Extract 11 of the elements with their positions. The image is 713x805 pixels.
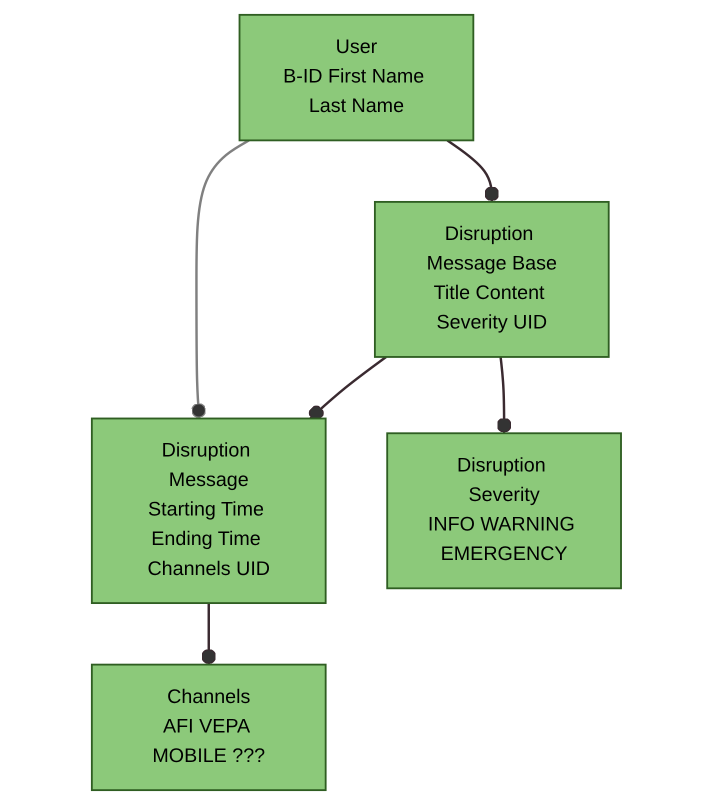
node-box: [374, 200, 610, 358]
node-box: [238, 14, 474, 142]
connector: [308, 356, 387, 420]
er-diagram: User B-ID First Name Last Name Disruption Message Base Title Content Severity UID Disruption Message Starting Time Ending Time Channels UID Disruption Severity INFO WARNING EMERGENCY Channels AFI VEPA MOBILE ???: [82, 5, 631, 800]
connector: [496, 356, 512, 434]
node-box: [90, 418, 327, 604]
connector: [446, 139, 500, 202]
connector: [201, 603, 216, 665]
connector: [191, 139, 250, 419]
node-box: [90, 664, 327, 792]
node-box: [386, 432, 622, 590]
